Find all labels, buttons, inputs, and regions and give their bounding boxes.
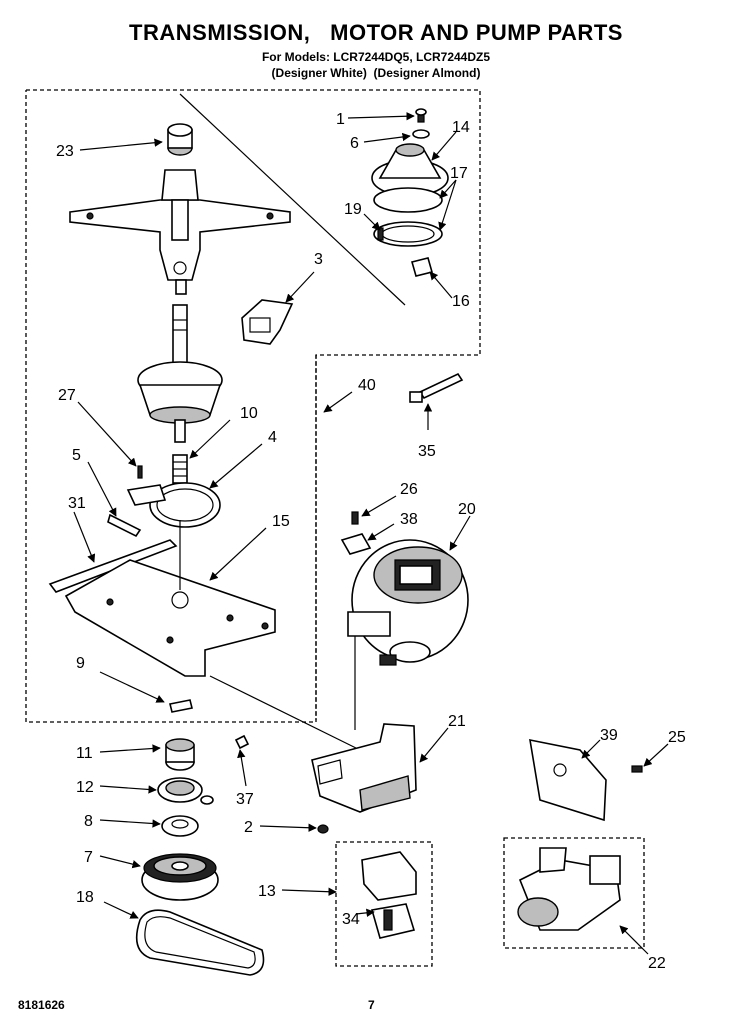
part-14-cover	[371, 143, 449, 197]
callout-13: 13	[258, 883, 276, 900]
part-10-spring	[172, 454, 188, 484]
callout-19: 19	[344, 201, 362, 218]
callout-12: 12	[76, 779, 94, 796]
part-27-pin	[137, 465, 143, 479]
callout-1: 1	[336, 111, 345, 128]
part-17-gasket-upper	[373, 187, 443, 213]
callout-4: 4	[268, 429, 277, 446]
document-id: 8181626	[18, 998, 65, 1012]
part-8-collar	[161, 815, 199, 837]
part-20-motor	[347, 539, 469, 666]
callout-7: 7	[84, 849, 93, 866]
part-16-clip	[411, 257, 433, 277]
part-1-screw	[415, 108, 427, 123]
callout-3: 3	[314, 251, 323, 268]
part-38-clip	[340, 533, 372, 555]
part-18-belt	[135, 909, 265, 976]
callout-11: 11	[76, 745, 93, 762]
part-11-bearing	[165, 738, 195, 771]
variants-line: (Designer White) (Designer Almond)	[271, 66, 481, 80]
callout-38: 38	[400, 511, 418, 528]
callout-25: 25	[668, 729, 686, 746]
callout-31: 31	[68, 495, 86, 512]
part-2-nut	[317, 824, 329, 834]
part-37-block	[234, 734, 250, 750]
callout-20: 20	[458, 501, 476, 518]
callout-6: 6	[350, 135, 359, 152]
callout-39: 39	[600, 727, 618, 744]
part-39-shield	[529, 738, 607, 822]
callout-26: 26	[400, 481, 418, 498]
callout-17: 17	[450, 165, 468, 182]
callout-21: 21	[448, 713, 466, 730]
part-34-switch	[361, 851, 417, 939]
callout-8: 8	[84, 813, 93, 830]
callout-18: 18	[76, 889, 94, 906]
callout-9: 9	[76, 655, 85, 672]
part-5-spring	[107, 513, 142, 538]
switch-kit-boundary	[335, 841, 433, 967]
part-6-washer	[412, 129, 430, 139]
callout-23: 23	[56, 143, 74, 160]
models-line: For Models: LCR7244DQ5, LCR7244DZ5	[261, 50, 491, 64]
part-23-cap	[167, 123, 193, 156]
part-7-pulley	[141, 853, 219, 901]
part-31-rail	[48, 539, 178, 593]
callout-37: 37	[236, 791, 254, 808]
callout-16: 16	[452, 293, 470, 310]
part-4-band	[149, 482, 221, 528]
page-number: 7	[368, 998, 375, 1012]
page-title: TRANSMISSION, MOTOR AND PUMP PARTS	[129, 20, 623, 45]
callout-34: 34	[342, 911, 360, 928]
callout-5: 5	[72, 447, 81, 464]
callout-27: 27	[58, 387, 76, 404]
part-35-strap	[409, 372, 464, 403]
spider-hub	[69, 169, 291, 295]
callout-40: 40	[358, 377, 376, 394]
part-26-screw	[351, 511, 359, 525]
callout-14: 14	[452, 119, 470, 136]
part-22-pump	[517, 847, 621, 931]
callout-35: 35	[418, 443, 436, 460]
part-3-plate	[241, 299, 294, 345]
transmission	[137, 304, 223, 443]
part-15-base-plate	[64, 520, 276, 677]
pump-kit-boundary	[503, 837, 645, 949]
callout-10: 10	[240, 405, 258, 422]
callout-2: 2	[244, 819, 253, 836]
part-25-screw	[631, 765, 643, 773]
part-19-screw	[377, 227, 384, 241]
part-21-bracket	[311, 723, 417, 813]
callout-22: 22	[648, 955, 666, 972]
callout-15: 15	[272, 513, 290, 530]
part-9-clip	[169, 699, 193, 713]
part-12-housing	[157, 777, 214, 805]
